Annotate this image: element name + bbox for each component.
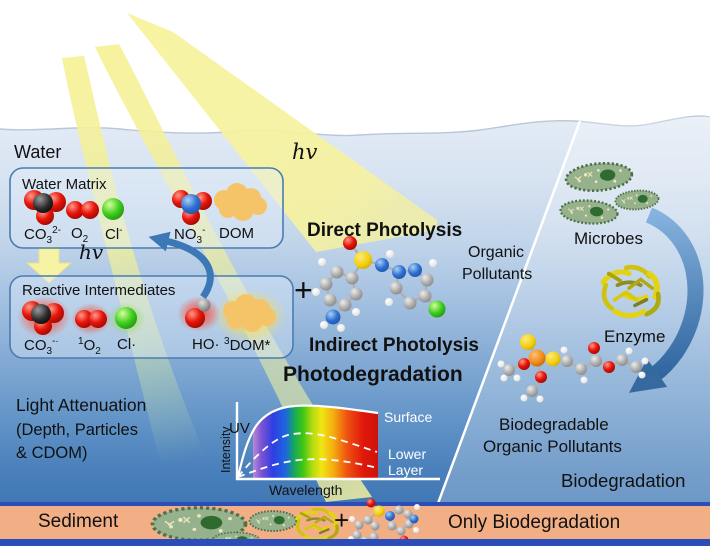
biodegradable-label-line2: Organic Pollutants (483, 437, 622, 456)
species-label-oxygen: O2 (71, 225, 89, 245)
organic-pollutant-molecule (312, 236, 446, 332)
only-biodegradation-label: Only Biodegradation (448, 512, 621, 533)
sediment-band (0, 498, 710, 546)
biodegradable-molecule (497, 334, 649, 403)
biodegradable-label-line1: Biodegradable (499, 415, 609, 434)
enzyme-label: Enzyme (604, 327, 666, 346)
photodegradation-title: Photodegradation (283, 363, 463, 386)
biodegradation-zone-area (437, 116, 710, 506)
spectrum-uv-label: UV (229, 420, 250, 437)
zone-divider-line (435, 120, 582, 507)
dom-cloud-icon (214, 183, 267, 221)
sediment-label: Sediment (38, 511, 119, 532)
species-label-hydroxyl-radical: HO· (192, 336, 220, 353)
organic-pollutants-label-line2: Pollutants (462, 266, 533, 283)
hv-surface-label: hv (292, 140, 318, 164)
oxygen-molecule-icon (66, 201, 99, 219)
curved-arrow-to-matrix-icon (148, 231, 214, 300)
water-matrix-title: Water Matrix (22, 176, 107, 193)
chloride-icon (102, 198, 124, 220)
plus-sign: + (294, 272, 313, 308)
biodegradation-arrow-icon (629, 207, 704, 393)
reactive-intermediates-box (9, 275, 294, 359)
down-arrow-icon (25, 246, 73, 284)
species-label-nitrate: NO3- (174, 225, 206, 246)
light-attenuation-line2: (Depth, Particles (16, 421, 138, 439)
species-label-triplet-dom: 3DOM* (224, 336, 271, 354)
indirect-photolysis-label: Indirect Photolysis (309, 335, 479, 356)
carbonate-molecule-icon (24, 190, 66, 225)
spectrum-x-axis-label: Wavelength (269, 482, 343, 498)
organic-pollutants-label-line1: Organic (468, 244, 525, 261)
sun-rays-icon (62, 13, 437, 502)
species-label-chlorine-radical: Cl· (117, 336, 137, 353)
light-attenuation-line1: Light Attenuation (16, 395, 147, 415)
sediment-plus-sign: + (334, 505, 350, 535)
spectrum-plot (235, 402, 440, 481)
light-attenuation-line3: & CDOM) (16, 444, 88, 462)
species-label-chloride: Cl- (105, 225, 123, 243)
direct-photolysis-label: Direct Photolysis (307, 220, 463, 241)
spectrum-lower-label-line1: Lower (388, 446, 427, 462)
spectrum-lower-label-line2: Layer (388, 462, 424, 478)
species-label-singlet-oxygen: 1O2 (78, 336, 101, 357)
water-matrix-box (9, 167, 284, 249)
nitrate-molecule-icon (172, 190, 212, 225)
reactive-species-icons (17, 289, 287, 343)
water-zone-label: Water (14, 142, 62, 162)
species-label-carbonate: CO32- (24, 225, 61, 246)
water-surface (0, 0, 710, 137)
hv-matrix-label: hv (79, 240, 104, 264)
reactive-intermediates-title: Reactive Intermediates (22, 282, 176, 299)
species-label-carbonate-radical: CO3-· (24, 336, 59, 357)
species-label-dom: DOM (219, 225, 254, 242)
biodegradation-title: Biodegradation (561, 470, 686, 491)
microbes-label: Microbes (574, 229, 643, 248)
spectrum-surface-label: Surface (384, 409, 433, 425)
